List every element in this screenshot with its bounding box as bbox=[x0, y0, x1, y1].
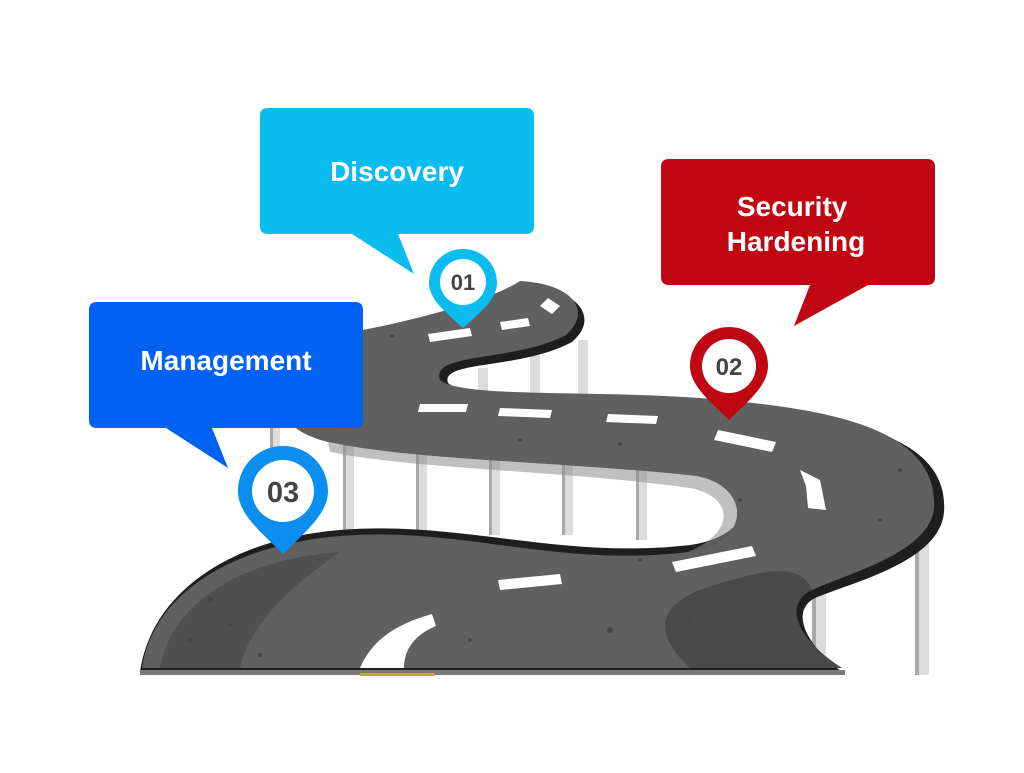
asphalt-texture bbox=[187, 334, 902, 657]
ground-line bbox=[140, 670, 845, 675]
step-label-discovery: Discovery bbox=[330, 156, 464, 187]
pillar bbox=[489, 455, 500, 535]
pillar bbox=[578, 340, 588, 395]
map-pin-icon: 02 bbox=[690, 327, 768, 420]
pillar bbox=[478, 368, 488, 398]
step-label-management: Management bbox=[140, 345, 311, 376]
step-label-line-2: Hardening bbox=[727, 226, 865, 257]
step-label-line-1: Security bbox=[737, 191, 848, 222]
pillar bbox=[562, 458, 573, 535]
callout-security-hardening: Security Hardening bbox=[661, 159, 935, 326]
step-number-02: 02 bbox=[716, 354, 743, 381]
map-pin-icon: 01 bbox=[429, 249, 497, 328]
map-pin-icon: 03 bbox=[238, 446, 328, 554]
pillar bbox=[530, 355, 540, 395]
pillar bbox=[343, 440, 354, 535]
pillar bbox=[416, 448, 427, 535]
pillar bbox=[636, 470, 647, 540]
callout-management: Management bbox=[89, 302, 363, 468]
step-number-01: 01 bbox=[451, 270, 475, 295]
step-label-security: Security Hardening bbox=[727, 191, 865, 257]
lane-markings bbox=[360, 298, 826, 668]
step-number-03: 03 bbox=[267, 477, 299, 509]
callout-discovery: Discovery bbox=[260, 108, 534, 274]
